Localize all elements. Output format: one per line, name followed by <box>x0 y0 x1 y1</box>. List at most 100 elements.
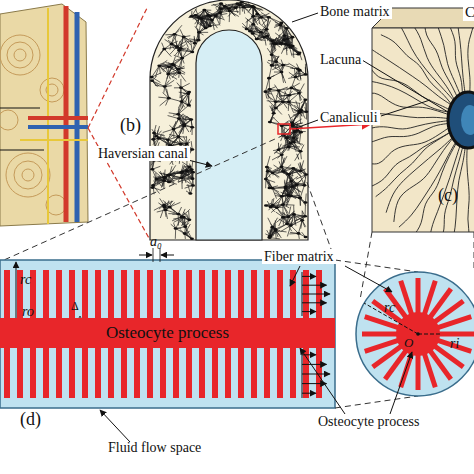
canaliculus-line <box>267 156 270 167</box>
canaliculus-line <box>179 73 186 82</box>
osteocyte-dot <box>293 130 297 133</box>
canaliculus-line <box>276 90 279 101</box>
osteocyte-dot <box>269 206 273 209</box>
canaliculus-line <box>279 88 292 91</box>
osteocyte-dot <box>264 178 268 181</box>
canaliculus-line <box>429 143 461 248</box>
canaliculus-line <box>174 34 177 46</box>
osteocyte-dot <box>268 121 272 124</box>
canaliculus-line <box>171 34 174 44</box>
osteocyte-dot <box>297 110 301 113</box>
osteocyte-dot <box>204 27 208 30</box>
canaliculus-line <box>283 196 291 205</box>
osteocyte-dot <box>166 73 170 76</box>
fluid-flow-space <box>0 260 335 408</box>
bone-illustration <box>0 4 88 226</box>
osteocyte-dot <box>291 167 295 170</box>
canaliculus-line <box>269 17 281 23</box>
fiber-bar <box>225 348 231 398</box>
fiber-bar <box>82 270 88 318</box>
osteocyte-dot <box>292 137 296 140</box>
osteocyte-dot <box>179 86 183 89</box>
fiber-bar <box>134 348 140 398</box>
osteocyte-dot <box>185 170 189 173</box>
osteocyte-dot <box>227 7 231 10</box>
osteocyte-dot <box>180 57 184 60</box>
fiber-bar <box>69 348 75 398</box>
osteocyte-dot <box>286 215 290 218</box>
fiber-bar <box>121 348 127 398</box>
osteocyte-dot <box>289 224 293 227</box>
osteocyte-dot <box>303 98 307 101</box>
osteocyte-dot <box>272 112 276 115</box>
canaliculus-line <box>283 217 291 225</box>
osteocyte-dot <box>150 76 154 79</box>
canaliculus-line <box>178 214 189 220</box>
canaliculus-line <box>281 155 282 167</box>
canaliculus-line <box>362 128 450 164</box>
osteocyte-dot <box>255 13 259 16</box>
osteocyte-dot <box>270 40 274 43</box>
canaliculus-line <box>266 179 272 188</box>
canaliculus-line <box>272 65 282 72</box>
canaliculus-line <box>268 218 273 227</box>
osteocyte-dot <box>190 126 194 129</box>
canaliculus-line <box>293 205 294 214</box>
osteocyte-dot <box>176 68 180 71</box>
fiber-bar <box>173 270 179 318</box>
osteocyte-dot <box>172 33 176 36</box>
osteocyte-dot <box>287 194 291 197</box>
nerve <box>20 139 88 141</box>
osteocyte-dot <box>291 124 295 127</box>
osteocyte-dot <box>168 206 172 209</box>
canaliculus-line <box>381 35 452 106</box>
canaliculus-line <box>181 178 182 189</box>
canaliculus-line <box>298 69 301 79</box>
osteocyte-dot <box>219 2 223 5</box>
osteocyte-dot <box>162 179 166 182</box>
canaliculus-line <box>165 74 168 87</box>
canaliculus-line <box>289 45 292 56</box>
canaliculus-line <box>152 160 154 169</box>
osteocyte-dot <box>185 143 189 146</box>
canaliculi-network <box>150 1 309 240</box>
osteocyte-dot <box>271 226 275 229</box>
artery <box>28 116 88 120</box>
osteocyte-dot <box>255 38 259 41</box>
osteocyte-dot <box>275 206 279 209</box>
osteocyte-dot <box>270 53 274 56</box>
canaliculus-line <box>287 39 290 48</box>
osteocyte-dot <box>272 42 276 45</box>
bone-block <box>0 4 88 226</box>
canaliculus-line <box>269 72 281 78</box>
osteocyte-dot <box>234 6 238 9</box>
osteocyte-dot <box>191 171 195 174</box>
osteocyte-dot <box>279 71 283 74</box>
osteocyte-dot <box>210 19 214 22</box>
leader-line <box>0 108 40 109</box>
canaliculus-line <box>291 181 304 185</box>
canaliculus-line <box>272 57 279 66</box>
canaliculus-line <box>178 126 184 137</box>
canaliculus-line <box>272 44 276 55</box>
osteocyte-dot <box>280 165 284 168</box>
fiber-bar <box>251 348 257 398</box>
canaliculus-line <box>174 119 179 129</box>
osteocyte-dot <box>238 4 242 7</box>
osteocyte-dot <box>242 6 246 9</box>
osteocyte-dot <box>251 5 255 8</box>
canaliculus-line <box>261 17 266 29</box>
osteocyte-dot <box>298 150 302 153</box>
canaliculus-line <box>192 161 193 170</box>
fiber-bar <box>251 270 257 318</box>
canaliculus-line <box>175 229 176 239</box>
osteocyte-dot <box>208 15 212 18</box>
canaliculus-line <box>153 181 164 186</box>
osteocyte-dot <box>285 27 289 30</box>
fiber-bar <box>264 270 270 318</box>
osteocyte-dot <box>293 76 297 79</box>
osteocyte-dot <box>169 43 173 46</box>
osteocyte-dot <box>190 177 194 180</box>
osteocyte-dot <box>259 16 263 19</box>
osteocyte-dot <box>187 165 191 168</box>
